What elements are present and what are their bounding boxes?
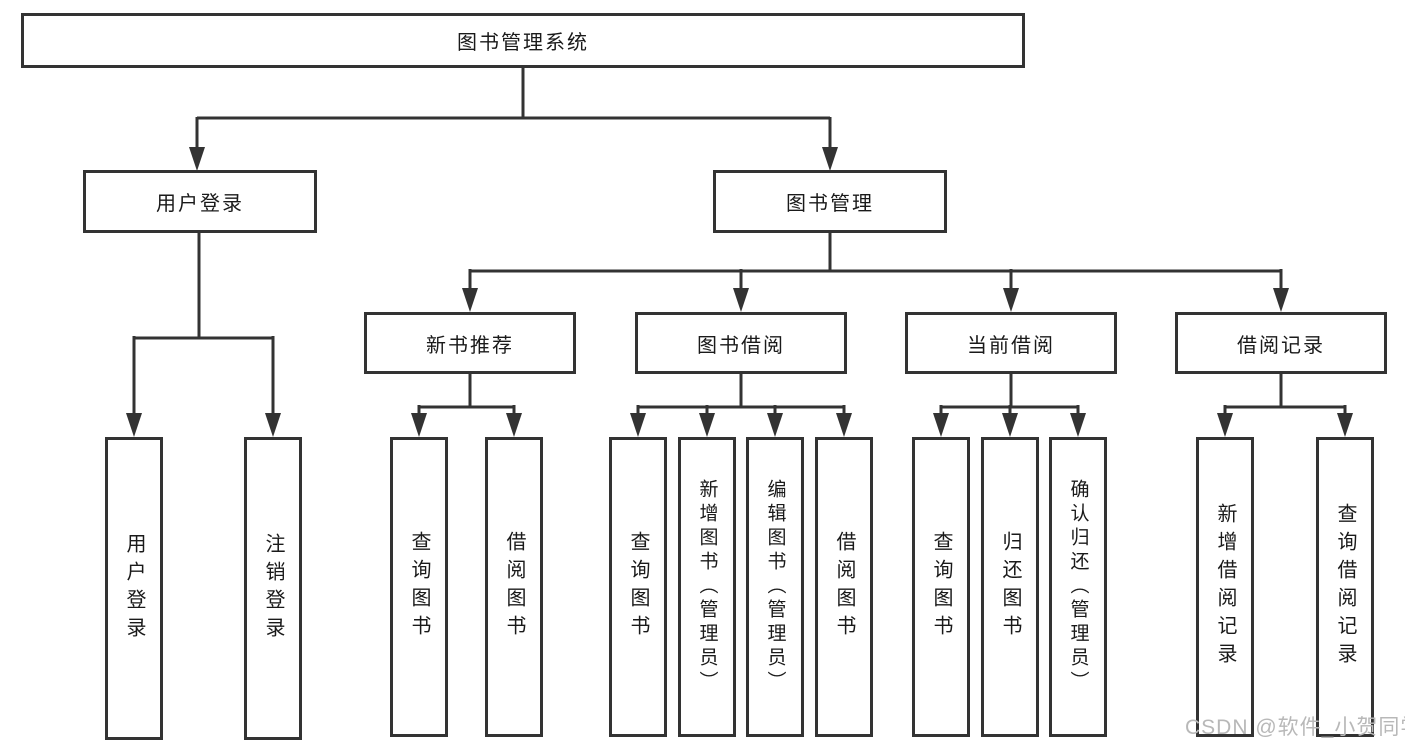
- node-root-label: 图书管理系统: [457, 32, 589, 54]
- node-label: 图书管理: [786, 193, 874, 215]
- leaf-query-books-2: 查询图书: [609, 437, 667, 737]
- leaf-logout: 注销登录: [244, 437, 302, 740]
- leaf-query-borrow-record: 查询借阅记录: [1316, 437, 1374, 737]
- node-label: 当前借阅: [967, 334, 1055, 357]
- leaf-add-borrow-record: 新增借阅记录: [1196, 437, 1254, 737]
- leaf-label: 查询借阅记录: [1334, 503, 1356, 671]
- leaf-label: 借阅图书: [833, 531, 855, 643]
- leaf-label: 确认归还（管理员）: [1067, 479, 1089, 695]
- leaf-borrow-books-1: 借阅图书: [485, 437, 543, 737]
- leaf-borrow-books-2: 借阅图书: [815, 437, 873, 737]
- leaf-label: 借阅图书: [503, 531, 525, 643]
- node-label: 图书借阅: [697, 334, 785, 357]
- leaf-confirm-return-admin: 确认归还（管理员）: [1049, 437, 1107, 737]
- leaf-label: 查询图书: [930, 531, 952, 643]
- leaf-user-login: 用户登录: [105, 437, 163, 740]
- leaf-edit-books-admin: 编辑图书（管理员）: [746, 437, 804, 737]
- leaf-query-books-1: 查询图书: [390, 437, 448, 737]
- leaf-label: 用户登录: [123, 532, 145, 645]
- node-label: 新书推荐: [426, 334, 514, 357]
- leaf-label: 归还图书: [999, 531, 1021, 643]
- leaf-label: 新增借阅记录: [1214, 503, 1236, 671]
- leaf-label: 查询图书: [627, 531, 649, 643]
- node-root: 图书管理系统: [21, 13, 1025, 68]
- leaf-return-books: 归还图书: [981, 437, 1039, 737]
- csdn-watermark: CSDN @软件_小贺同学: [1185, 716, 1405, 739]
- node-book-borrowing: 图书借阅: [635, 312, 847, 374]
- leaf-label: 新增图书（管理员）: [696, 479, 718, 695]
- leaf-add-books-admin: 新增图书（管理员）: [678, 437, 736, 737]
- node-new-book-recommend: 新书推荐: [364, 312, 576, 374]
- leaf-label: 查询图书: [408, 531, 430, 643]
- leaf-query-books-3: 查询图书: [912, 437, 970, 737]
- leaf-label: 编辑图书（管理员）: [764, 479, 786, 695]
- node-current-borrowing: 当前借阅: [905, 312, 1117, 374]
- node-book-management-branch: 图书管理: [713, 170, 947, 233]
- leaf-label: 注销登录: [262, 532, 284, 645]
- node-label: 借阅记录: [1237, 334, 1325, 357]
- node-label: 用户登录: [156, 193, 244, 215]
- node-borrowing-records: 借阅记录: [1175, 312, 1387, 374]
- arrowheads: [126, 147, 1353, 437]
- node-user-login-branch: 用户登录: [83, 170, 317, 233]
